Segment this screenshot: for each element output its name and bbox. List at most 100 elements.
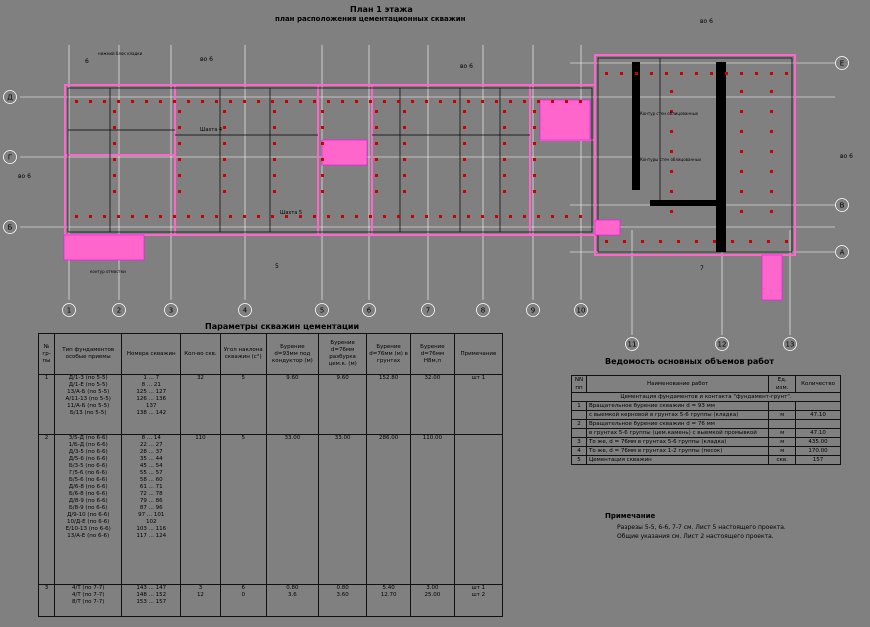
well-marker [670,210,673,213]
well-marker [201,100,204,103]
well-marker [770,90,773,93]
b76r-value: 0.80 [336,585,349,591]
dimension-label: во 6 [18,173,31,180]
well-marker [299,100,302,103]
b76h-cell: 32.00 [410,374,455,435]
well-line: 125 ... 127 [136,389,167,395]
well-marker [463,142,466,145]
well-marker [145,215,148,218]
well-marker [467,100,470,103]
well-marker [620,72,623,75]
room-label: Шахта 5 [280,210,303,216]
well-marker [770,130,773,133]
well-marker [321,174,324,177]
well-marker [369,215,372,218]
well-marker [403,110,406,113]
well-marker [467,215,470,218]
well-marker [103,100,106,103]
well-marker [273,174,276,177]
well-marker [173,215,176,218]
well-line: 72 ... 78 [139,491,163,497]
well-marker [321,126,324,129]
row-qty [795,401,841,411]
well-marker [770,210,773,213]
well-marker [551,100,554,103]
well-marker [75,100,78,103]
note-cell: шт 1 [453,374,504,435]
well-marker [113,126,116,129]
type-line: 1/Б-Д (по 6-6) [68,442,108,448]
volumes-header-row: NN пп Наименование работ Ед. изм. Количе… [571,375,841,393]
well-marker [178,110,181,113]
well-marker [579,100,582,103]
well-marker [463,190,466,193]
dimension-label: во 6 [200,56,213,63]
axis-grid-vertical [68,45,791,335]
col-axis-marker-label: 11 [628,341,637,349]
well-line: 102 [146,519,157,525]
well-marker [273,190,276,193]
b76h-value: 25.00 [424,592,441,598]
row-num: 4 [571,446,587,456]
well-marker [321,158,324,161]
well-marker [537,100,540,103]
well-marker [223,126,226,129]
row-unit: м [768,410,797,420]
well-marker [740,110,743,113]
params-row: 1 Д/1-3 (по 5-5) Д/1-Е (по 5-5) 13/А-Б (… [37,374,504,435]
well-marker [740,90,743,93]
header-cell: Ед. изм. [768,375,797,393]
well-line: 148 ... 152 [136,592,167,598]
well-marker [425,215,428,218]
type-line: Г/5-6 (по 6-6) [69,470,108,476]
wells-cell: 143 ... 147 148 ... 152 153 ... 157 [121,584,182,617]
well-line: 138 ... 142 [136,410,167,416]
row-qty: 435.00 [795,437,841,447]
col-axis-marker-label: 3 [169,307,173,315]
col-axis-marker [164,303,178,317]
well-marker [740,150,743,153]
count-cell: 110 [180,434,221,585]
well-marker [113,110,116,113]
well-marker [257,100,260,103]
well-marker [273,142,276,145]
well-marker [453,215,456,218]
well-marker [375,190,378,193]
well-marker [223,174,226,177]
well-marker [369,100,372,103]
well-marker [375,110,378,113]
types-cell: Д/1-3 (по 5-5) Д/1-Е (по 5-5) 13/А-Б (по… [54,374,123,435]
row-axis-marker [835,198,849,212]
well-marker [375,142,378,145]
params-row: 2 3/5-Д (по 6-6) 1/Б-Д (по 6-6) Д/3-5 (п… [37,434,504,585]
well-marker [509,100,512,103]
well-marker [463,174,466,177]
well-marker [740,170,743,173]
well-line: 55 ... 57 [139,470,163,476]
well-marker [503,190,506,193]
well-marker [463,158,466,161]
col-axis-marker-label: 12 [718,341,727,349]
well-marker [321,110,324,113]
well-marker [321,142,324,145]
well-line: 8 ... 14 [141,435,161,441]
well-marker [285,215,288,218]
header-cell: Тип фундаментов особые приемы [54,333,123,375]
type-line: Б/8-9 (по 6-6) [69,505,108,511]
dimension-label: во 6 [460,63,473,70]
type-line: 13/А-Б (по 5-5) [67,389,110,395]
angle-cell: 5 [219,374,267,435]
dimension-label: во 6 [700,18,713,25]
row-unit: м [768,437,797,447]
type-line: 4/Т (по 7-7) [71,592,105,598]
section-label: 6 [85,58,89,65]
well-marker [229,215,232,218]
type-line: 3/5-Д (по 6-6) [68,435,108,441]
well-line: 22 ... 27 [139,442,163,448]
type-line: Е/10-13 (по 6-6) [65,526,111,532]
well-marker [453,100,456,103]
row-axis-marker [3,150,17,164]
